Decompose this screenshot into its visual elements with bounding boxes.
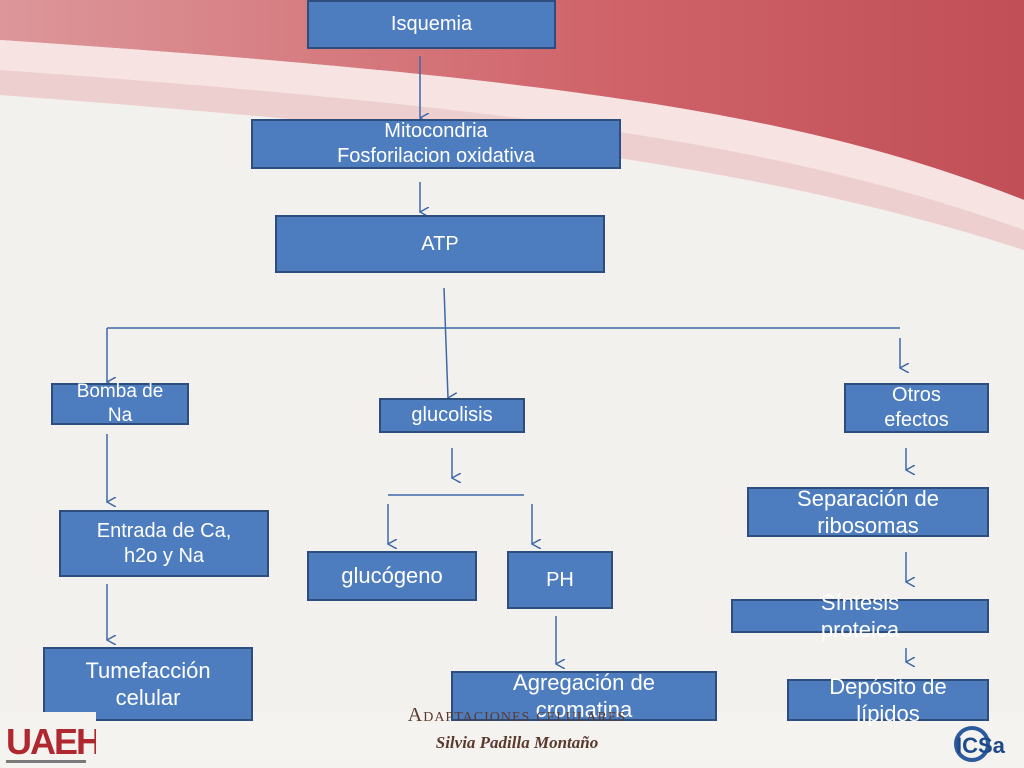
node-separacion-label: Separación de ribosomas: [797, 485, 939, 539]
node-glucogeno-label: glucógeno: [341, 563, 443, 589]
node-agregacion-label: Agregación de cromatina: [513, 669, 655, 723]
node-entrada: Entrada de Ca, h2o y Na: [59, 510, 269, 577]
node-separacion: Separación de ribosomas: [747, 485, 989, 539]
node-sintesis-label: Síntesis proteica: [820, 589, 900, 643]
footer-title: Adaptaciones celulares: [407, 704, 627, 726]
node-bomba-na-label: Bomba de Na: [76, 381, 164, 426]
node-isquemia: Isquemia: [307, 0, 556, 49]
node-mitocondria-label: Mitocondria Fosforilacion oxidativa: [337, 120, 535, 167]
node-isquemia-label: Isquemia: [390, 13, 473, 35]
node-sintesis: Síntesis proteica: [731, 590, 989, 642]
node-atp: ATP: [275, 215, 605, 273]
node-glucolisis-label: glucolisis: [411, 404, 493, 426]
node-ph-label: PH: [546, 568, 574, 591]
node-tumefaccion-label: Tumefacción celular: [85, 657, 211, 711]
node-otros-efectos: Otros efectos: [844, 383, 989, 433]
icsa-logo-icon: ICSa: [946, 722, 1024, 768]
node-ph: PH: [507, 551, 613, 609]
node-deposito: Depósito de lípidos: [787, 674, 989, 726]
node-tumefaccion: Tumefacción celular: [43, 647, 253, 721]
node-agregacion: Agregación de cromatina: [451, 669, 717, 723]
node-otros-efectos-label: Otros efectos: [884, 384, 949, 431]
uaeh-logo-icon: UAEH: [0, 712, 96, 768]
node-glucolisis: glucolisis: [379, 398, 525, 433]
node-deposito-label: Depósito de lípidos: [829, 673, 947, 727]
uaeh-logo-text: UAEH: [6, 721, 96, 762]
node-bomba-na: Bomba de Na: [51, 381, 189, 426]
node-atp-label: ATP: [421, 232, 459, 255]
footer-author: Silvia Padilla Montaño: [435, 733, 599, 752]
node-mitocondria: Mitocondria Fosforilacion oxidativa: [251, 119, 621, 169]
icsa-logo-text: ICSa: [956, 733, 1006, 758]
node-entrada-label: Entrada de Ca, h2o y Na: [96, 519, 232, 567]
node-glucogeno: glucógeno: [307, 551, 477, 601]
